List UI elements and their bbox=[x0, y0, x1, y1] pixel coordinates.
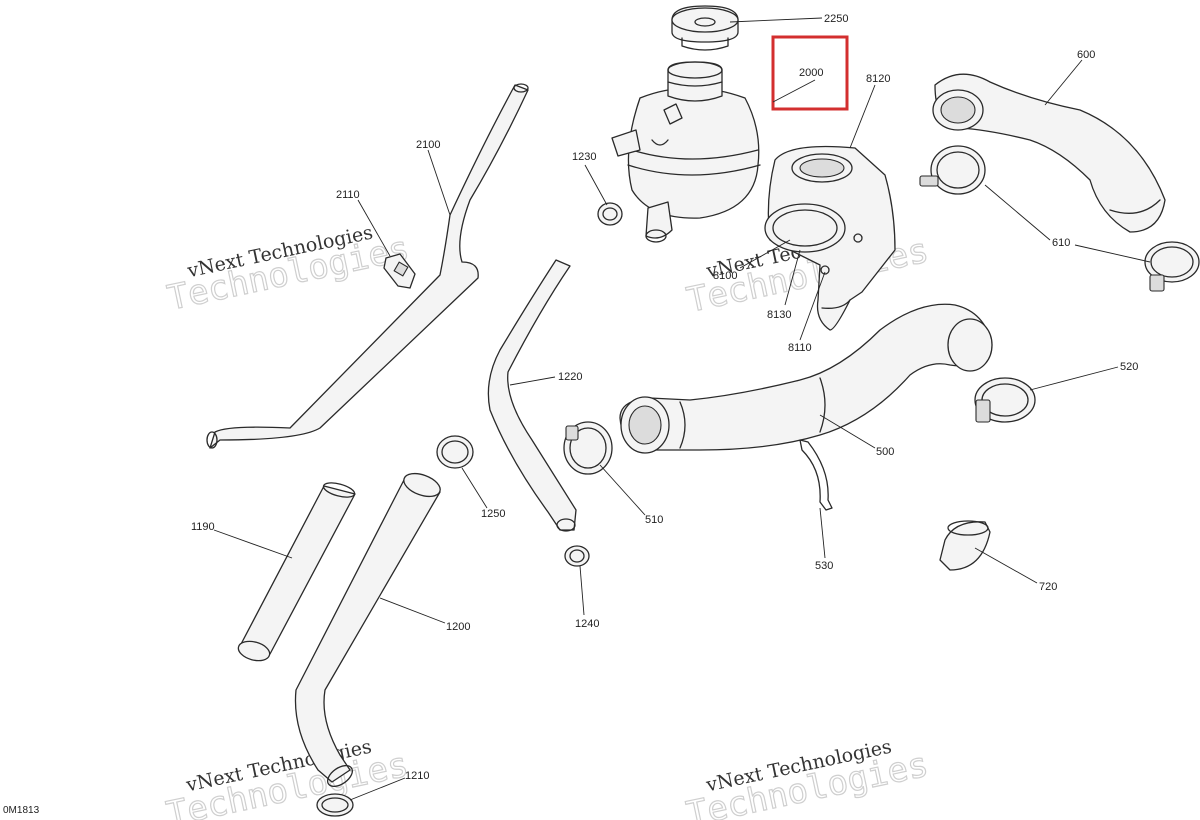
callout-labels: 2250 2000 8120 600 2100 1230 2110 8100 6… bbox=[191, 13, 1138, 782]
part-600-hose[interactable] bbox=[932, 73, 1166, 233]
part-610-clamp-lower[interactable] bbox=[1144, 241, 1200, 292]
part-610-clamp-upper[interactable] bbox=[919, 145, 986, 195]
callout-510[interactable]: 510 bbox=[645, 514, 663, 526]
part-2250-pressure-cap[interactable] bbox=[671, 5, 739, 51]
callout-2000[interactable]: 2000 bbox=[799, 67, 823, 79]
callout-530[interactable]: 530 bbox=[815, 560, 833, 572]
part-1220-hose[interactable] bbox=[487, 259, 577, 532]
highlight-box-2000 bbox=[771, 35, 849, 111]
part-1230-clamp[interactable] bbox=[597, 202, 623, 226]
callout-520[interactable]: 520 bbox=[1120, 361, 1138, 373]
callout-2250[interactable]: 2250 bbox=[824, 13, 848, 25]
part-530-strap[interactable] bbox=[799, 439, 833, 511]
callout-1190[interactable]: 1190 bbox=[191, 521, 215, 533]
callout-1200[interactable]: 1200 bbox=[446, 621, 470, 633]
watermark-bottom-right: Technologies vNext Technologies bbox=[683, 736, 933, 820]
callout-720[interactable]: 720 bbox=[1039, 581, 1057, 593]
part-8100-gasket[interactable] bbox=[764, 203, 846, 253]
part-500-hose[interactable] bbox=[619, 303, 993, 454]
watermark-bottom-left: Technologies vNext Technologies bbox=[163, 736, 413, 820]
callout-2100[interactable]: 2100 bbox=[416, 139, 440, 151]
callout-1240[interactable]: 1240 bbox=[575, 618, 599, 630]
part-1200-hose[interactable] bbox=[294, 469, 443, 790]
callout-500[interactable]: 500 bbox=[876, 446, 894, 458]
callout-8100[interactable]: 8100 bbox=[713, 270, 737, 282]
part-720-clamp[interactable] bbox=[939, 520, 991, 571]
callout-8120[interactable]: 8120 bbox=[866, 73, 890, 85]
callout-610[interactable]: 610 bbox=[1052, 237, 1070, 249]
part-1190-tube[interactable] bbox=[236, 480, 356, 664]
diagram-code: 0M1813 bbox=[3, 805, 40, 816]
callout-1210[interactable]: 1210 bbox=[405, 770, 429, 782]
part-1250-clamp[interactable] bbox=[436, 435, 474, 469]
callout-8130[interactable]: 8130 bbox=[767, 309, 791, 321]
part-1210-clamp[interactable] bbox=[316, 793, 354, 817]
callout-2110[interactable]: 2110 bbox=[336, 189, 360, 201]
callout-1250[interactable]: 1250 bbox=[481, 508, 505, 520]
part-2000-expansion-tank[interactable] bbox=[611, 61, 761, 243]
callout-1220[interactable]: 1220 bbox=[558, 371, 582, 383]
part-2110-connector[interactable] bbox=[383, 253, 416, 289]
callout-8110[interactable]: 8110 bbox=[788, 342, 812, 354]
part-1240-clamp[interactable] bbox=[564, 545, 590, 567]
leader-lines bbox=[213, 17, 1151, 801]
callout-600[interactable]: 600 bbox=[1077, 49, 1095, 61]
part-510-clamp[interactable] bbox=[563, 421, 613, 475]
part-520-clamp[interactable] bbox=[974, 377, 1036, 423]
callout-1230[interactable]: 1230 bbox=[572, 151, 596, 163]
